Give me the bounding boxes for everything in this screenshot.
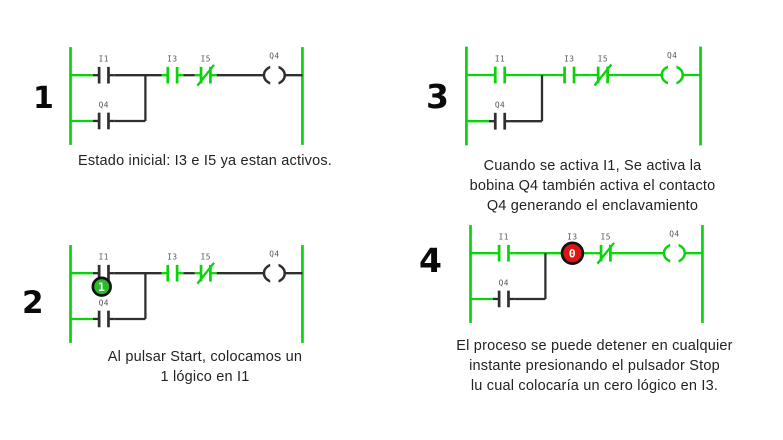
contact-label: I3 bbox=[167, 55, 177, 64]
coil-label: Q4 bbox=[667, 51, 677, 60]
contact-label: Q4 bbox=[495, 101, 505, 110]
contact-label: I3 bbox=[167, 253, 177, 262]
coil-q4 bbox=[662, 243, 687, 264]
coil-gap bbox=[270, 63, 279, 69]
panel-1-caption: Estado inicial: I3 e I5 ya estan activos… bbox=[40, 151, 370, 171]
coil-gap bbox=[270, 81, 279, 88]
panel-2-number: 2 bbox=[22, 285, 44, 321]
contact-label: Q4 bbox=[99, 100, 109, 109]
coil-gap bbox=[670, 259, 679, 266]
state-marker bbox=[560, 241, 585, 265]
caption-line: instante presionando el pulsador Stop bbox=[469, 358, 720, 374]
panel-4-caption: El proceso se puede detener en cualquier… bbox=[412, 336, 777, 396]
contact-slash bbox=[596, 242, 615, 265]
coil-label: Q4 bbox=[269, 52, 279, 61]
caption-line: Cuando se activa I1, Se activa la bbox=[483, 158, 702, 174]
contact-label: I5 bbox=[601, 233, 611, 242]
caption-line: Estado inicial: I3 e I5 ya estan activos… bbox=[77, 153, 333, 169]
panel-1-number: 1 bbox=[33, 81, 54, 116]
contact-label: I5 bbox=[201, 253, 211, 262]
coil-gap bbox=[670, 241, 679, 247]
contact-label: Q4 bbox=[499, 278, 509, 287]
contact-slash bbox=[196, 64, 215, 87]
coil-q4 bbox=[262, 65, 287, 86]
caption-line: El proceso se puede detener en cualquier bbox=[456, 338, 733, 354]
panel-3-number: 3 bbox=[426, 77, 449, 116]
caption-line: lu cual colocaría un cero lógico en I3. bbox=[470, 378, 719, 394]
contact-slash bbox=[196, 262, 215, 285]
marker-digit: 0 bbox=[569, 246, 576, 260]
coil-q4 bbox=[660, 64, 684, 86]
contact-label: I1 bbox=[495, 54, 505, 63]
coil-label: Q4 bbox=[669, 230, 679, 239]
panel-2-caption: Al pulsar Start, colocamos un 1 lógico e… bbox=[40, 347, 370, 387]
contact-label: I3 bbox=[567, 233, 577, 242]
contact-label: Q4 bbox=[99, 298, 109, 307]
coil-gap bbox=[668, 62, 677, 69]
coil-gap bbox=[270, 261, 279, 267]
caption-line: bobina Q4 también activa el contacto bbox=[469, 178, 716, 194]
coil-gap bbox=[668, 81, 677, 88]
marker-digit: 1 bbox=[98, 280, 105, 294]
panel-3-caption: Cuando se activa I1, Se activa la bobina… bbox=[420, 156, 765, 216]
coil-q4 bbox=[262, 263, 287, 284]
coil-gap bbox=[270, 279, 279, 286]
contact-label: I1 bbox=[99, 253, 109, 262]
caption-line: Al pulsar Start, colocamos un bbox=[107, 349, 303, 365]
panel-4-number: 4 bbox=[419, 241, 442, 280]
caption-line: 1 lógico en I1 bbox=[160, 369, 250, 385]
coil-label: Q4 bbox=[269, 250, 279, 259]
state-marker bbox=[91, 276, 112, 297]
contact-label: I5 bbox=[201, 55, 211, 64]
contact-slash bbox=[593, 63, 613, 87]
contact-label: I1 bbox=[499, 233, 509, 242]
caption-line: Q4 generando el enclavamiento bbox=[486, 198, 699, 214]
contact-label: I5 bbox=[598, 54, 608, 63]
contact-label: I3 bbox=[564, 54, 574, 63]
contact-label: I1 bbox=[99, 55, 109, 64]
